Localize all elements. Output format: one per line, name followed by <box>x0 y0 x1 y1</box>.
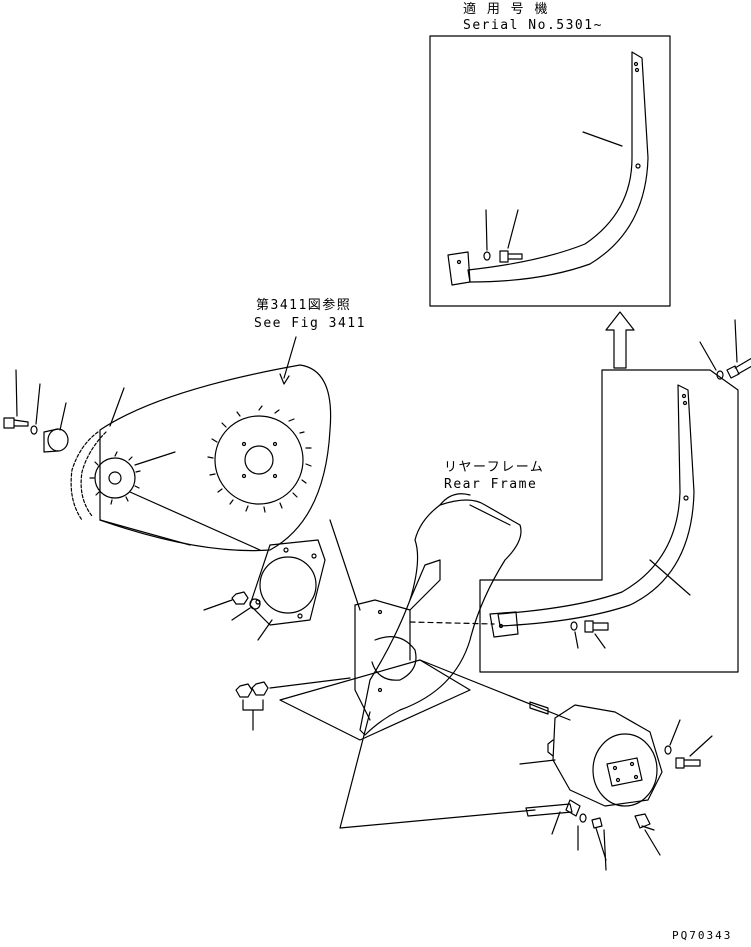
chain-housing <box>99 364 332 552</box>
inset-frame <box>429 35 671 307</box>
small-sprocket <box>89 451 141 505</box>
connection-line <box>329 519 361 611</box>
rear-frame-label-en: Rear Frame <box>444 477 538 492</box>
connection-line <box>339 711 536 829</box>
spacer-and-bolt <box>3 369 176 466</box>
top-right-bolt <box>699 319 751 380</box>
mounting-bracket <box>279 559 471 741</box>
reference-label-en: See Fig 3411 <box>254 316 366 331</box>
connection-line <box>419 659 571 721</box>
rear-frame-label-jp: リヤーフレーム <box>444 460 545 475</box>
inset-bolt <box>499 250 523 263</box>
connection-dash <box>409 621 495 625</box>
inset-bracket <box>467 51 649 283</box>
large-sprocket <box>207 405 312 513</box>
inset-heading-en: Serial No.5301~ <box>463 18 603 33</box>
leader-line <box>582 131 623 147</box>
drive-chain <box>70 431 107 521</box>
rear-frame-plate <box>359 499 522 736</box>
drawing-code: PQ70343 <box>672 929 733 942</box>
motor-bolts <box>525 719 713 871</box>
inset-bracket-hole <box>633 61 639 67</box>
inset-bracket-hole <box>634 67 640 73</box>
reference-label-jp: 第3411図参照 <box>256 298 352 313</box>
bracket-lower-bolt <box>570 620 609 649</box>
connection-line <box>129 491 261 551</box>
inset-foot-hole <box>456 259 462 265</box>
leader-line <box>485 209 488 251</box>
nut-and-washer <box>203 591 273 641</box>
reference-arrow-head <box>279 373 290 385</box>
leader-line <box>507 209 519 249</box>
rear-frame-plate-edge <box>439 493 471 506</box>
inset-bracket-hole <box>635 163 641 169</box>
main-bracket <box>489 384 695 638</box>
connection-line <box>99 519 191 546</box>
rear-frame-plate-edge <box>469 504 511 526</box>
inset-washer <box>483 251 491 261</box>
serial-inset <box>429 35 671 307</box>
inset-heading-jp: 適 用 号 機 <box>463 2 549 17</box>
bracket-outline-frame <box>479 369 739 673</box>
gasket-plate <box>249 539 326 626</box>
motor-unit <box>519 701 663 807</box>
to-inset-arrow <box>605 311 635 369</box>
inset-foot-plate <box>447 251 471 286</box>
reference-arrow <box>283 336 297 379</box>
nut-pair <box>235 677 351 731</box>
